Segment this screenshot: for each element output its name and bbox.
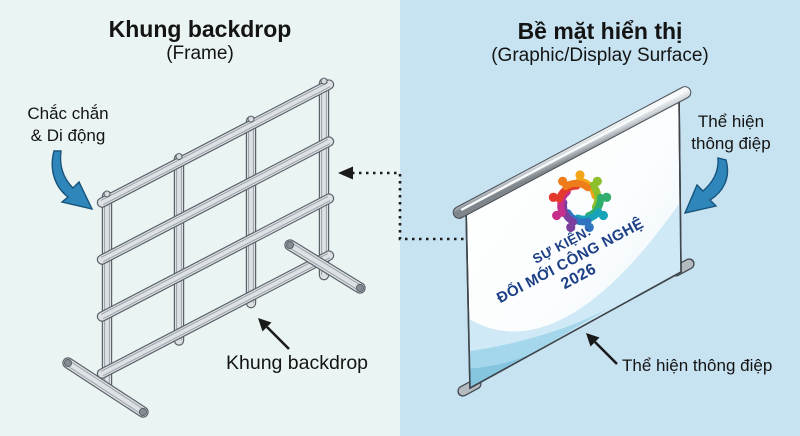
frame-caption: Khung backdrop — [226, 352, 369, 374]
message-top-label: Thể hiện thông điệp — [676, 111, 786, 155]
right-panel-title: Bề mặt hiển thị — [517, 18, 683, 44]
curved-arrow-left-icon — [51, 150, 94, 211]
frame-caption-arrow-icon — [258, 318, 290, 350]
message-top-label-line2: thông điệp — [691, 134, 771, 154]
backdrop-frame-illustration — [62, 77, 366, 418]
sturdy-label: Chắc chắn & Di động — [16, 103, 120, 147]
right-panel-subtitle: (Graphic/Display Surface) — [491, 45, 709, 67]
display-surface-illustration: SỰ KIỆN: ĐỔI MỚI CÔNG NGHỆ 2026 — [452, 86, 695, 397]
left-panel-title-block: Khung backdrop (Frame) — [60, 16, 340, 67]
left-panel-title: Khung backdrop — [108, 16, 292, 42]
right-panel-title-block: Bề mặt hiển thị (Graphic/Display Surface… — [460, 18, 740, 69]
event-swirl-logo-icon — [548, 170, 612, 232]
sturdy-label-line2: & Di động — [30, 126, 106, 146]
top-pole — [452, 86, 692, 219]
connector-arrowhead-icon — [338, 166, 353, 180]
dotted-connector — [338, 166, 466, 241]
message-bottom-label: Thể hiện thông điệp — [622, 356, 773, 375]
message-caption-arrow-icon — [586, 333, 618, 365]
message-top-label-line1: Thể hiện — [697, 112, 765, 131]
curved-arrow-right-icon — [683, 157, 729, 214]
sturdy-label-line1: Chắc chắn — [27, 104, 109, 123]
left-panel-subtitle: (Frame) — [166, 43, 234, 65]
